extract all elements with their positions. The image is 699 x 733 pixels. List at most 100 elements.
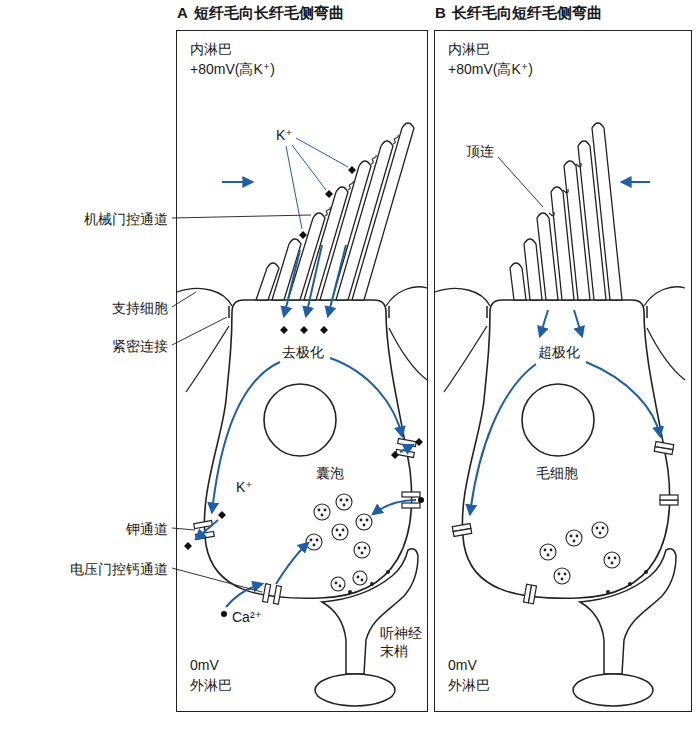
vesicle-content xyxy=(366,519,369,522)
tight-junction xyxy=(229,306,647,318)
vesicle-content xyxy=(558,573,561,576)
vesicle xyxy=(314,504,330,520)
vesicle-content xyxy=(339,534,342,537)
vesicle-content xyxy=(358,547,361,550)
calcium-ion xyxy=(418,497,424,503)
synaptic-dot xyxy=(386,570,390,574)
stereocilium xyxy=(510,123,622,300)
support-cell xyxy=(444,326,487,392)
leader-line xyxy=(172,568,262,592)
ion-pointer xyxy=(296,138,348,167)
part-label: 内淋巴 xyxy=(448,40,490,58)
potassium-ion xyxy=(325,190,333,198)
vesicle-content xyxy=(360,519,363,522)
vesicle-content xyxy=(324,509,327,512)
ion-channel xyxy=(654,442,673,455)
flow-arrow xyxy=(373,500,416,514)
flow-arrow xyxy=(330,358,402,436)
support-cell xyxy=(186,326,229,392)
leader-line xyxy=(498,157,543,207)
part-label: K⁺ xyxy=(276,126,293,144)
vesicle-content xyxy=(596,527,599,530)
potassium-ion xyxy=(218,511,226,519)
vesicle-content xyxy=(316,539,319,542)
part-label: 0mV xyxy=(190,656,219,674)
ion-channel xyxy=(263,584,282,605)
vesicle-content xyxy=(611,562,614,565)
hair-cell-body xyxy=(462,300,669,598)
part-label: 紧密连接 xyxy=(6,337,168,355)
vesicle-content xyxy=(570,535,573,538)
calcium-ion xyxy=(221,497,424,617)
synaptic-dot xyxy=(348,570,648,594)
part-label: +80mV(高K⁺) xyxy=(190,60,275,78)
synaptic-dot xyxy=(628,582,632,586)
vesicle-content xyxy=(336,529,339,532)
flow-arrow xyxy=(276,543,308,584)
nerve-terminal xyxy=(315,674,395,706)
potassium-ion xyxy=(280,326,288,334)
ion-channel xyxy=(528,585,536,604)
vesicle xyxy=(336,494,352,510)
ion-channel xyxy=(194,439,420,605)
vesicle-content xyxy=(576,535,579,538)
tip-link xyxy=(371,155,376,164)
potassium-ion xyxy=(300,326,308,334)
vesicle xyxy=(331,577,345,591)
flow-arrow xyxy=(212,362,280,512)
vesicle-content xyxy=(318,509,321,512)
ion-channel xyxy=(396,449,415,457)
ion-channel xyxy=(452,524,471,537)
nerve-terminal xyxy=(573,674,653,706)
ion-channel xyxy=(398,439,417,447)
hair-cell-body xyxy=(264,384,336,456)
ion-channel xyxy=(660,495,678,500)
tight-junction xyxy=(388,306,390,318)
vesicle xyxy=(604,552,620,568)
flow-arrow xyxy=(470,364,536,514)
part-label: 外淋巴 xyxy=(190,676,232,694)
potassium-ion xyxy=(415,438,423,446)
part-label: 电压门控钙通道 xyxy=(6,560,168,578)
vesicle xyxy=(566,530,582,546)
tight-junction xyxy=(228,306,230,318)
vesicle-content xyxy=(363,524,366,527)
vesicle-content xyxy=(361,552,364,555)
ion-channel xyxy=(273,586,281,605)
part-label: 机械门控通道 xyxy=(6,210,168,228)
part-label: 超极化 xyxy=(538,343,580,361)
part-label: 钾通道 xyxy=(6,520,168,538)
hair-cell-body xyxy=(522,384,594,456)
potassium-ion xyxy=(391,451,399,459)
ion-channel xyxy=(660,500,678,505)
ion-channel xyxy=(396,439,417,458)
part-label: +80mV(高K⁺) xyxy=(448,60,533,78)
ion-pointer xyxy=(292,145,326,190)
part-label: K⁺ xyxy=(236,478,253,496)
panel-frame: B长纤毛向短纤毛侧弯曲 xyxy=(434,30,692,712)
hair-cell-body xyxy=(204,300,411,598)
flow-arrow xyxy=(196,520,218,539)
calcium-ion xyxy=(221,611,227,617)
vesicle-content xyxy=(310,539,313,542)
tip-link xyxy=(393,135,398,144)
support-cell xyxy=(389,328,427,380)
part-label: 顶连 xyxy=(466,142,494,160)
panel-heading: B长纤毛向短纤毛侧弯曲 xyxy=(435,4,608,23)
leader-line xyxy=(172,157,543,592)
ion-channel xyxy=(453,528,472,536)
synaptic-dot xyxy=(606,590,610,594)
flow-arrow xyxy=(306,245,322,316)
part-label: 听神经末梢 xyxy=(380,624,424,660)
tip-link xyxy=(549,212,554,216)
tight-junction xyxy=(486,306,488,318)
panel-letter: A xyxy=(177,4,188,21)
flow-arrow xyxy=(284,250,300,316)
flow-arrow xyxy=(328,245,346,316)
leader-line xyxy=(172,215,311,218)
ion-channel xyxy=(196,531,215,539)
vesicle-content xyxy=(361,579,364,582)
stereocilium xyxy=(352,123,414,300)
vesicle-content xyxy=(343,504,346,507)
